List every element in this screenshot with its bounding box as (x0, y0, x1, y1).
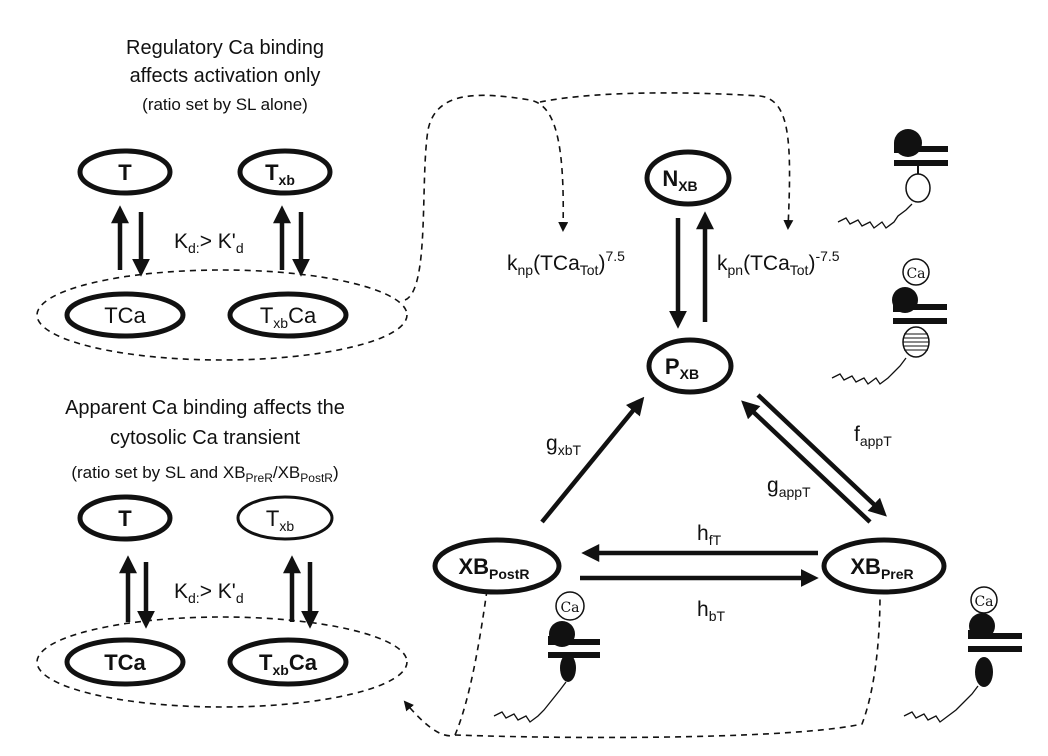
bottom-caption-line2: cytosolic Ca transient (110, 427, 301, 449)
bottom-node-TxbCa-shape (227, 637, 349, 687)
crossbridge-icon-postR: Ca (493, 591, 600, 723)
crossbridge-icon-preR: Ca (903, 586, 1022, 723)
dashed-path-to-knp (404, 94, 569, 301)
top-node-TCa-shape (64, 291, 186, 339)
top-node-TxbCa: TxbCa (260, 303, 317, 331)
top-caption-line3: (ratio set by SL alone) (142, 95, 308, 114)
label-gxbT: gxbT (546, 432, 581, 458)
top-node-TxbCa-shape (227, 291, 349, 339)
node-NXB: NXB (662, 166, 697, 194)
top-node-Txb: Txb (265, 160, 295, 188)
arrow-P-to-PreR (756, 393, 887, 517)
ca-label-icon4: Ca (974, 594, 993, 610)
ca-label-icon3: Ca (560, 600, 579, 616)
bottom-node-Txb-shape (236, 495, 334, 541)
crossbridge-cycle: NXB PXB XBPostR XBPreR knp(TCaTot)7.5 kp… (432, 149, 947, 624)
top-caption-line1: Regulatory Ca binding (126, 37, 324, 59)
top-kd-label: Kd:> K'd (174, 230, 244, 256)
top-node-T-shape (77, 148, 173, 196)
dashed-path-preR-to-enclosure (454, 594, 881, 739)
node-NXB-shape (644, 149, 732, 207)
bottom-node-TxbCa: TxbCa (259, 650, 318, 678)
top-node-TCa: TCa (104, 303, 146, 328)
bottom-kd-label: Kd:> K'd (174, 580, 244, 606)
label-hbT: hbT (697, 598, 725, 624)
arrow-PostR-to-P (540, 396, 645, 524)
bottom-node-TCa: TCa (104, 650, 146, 675)
top-caption-line2: affects activation only (130, 65, 321, 87)
dashed-path-to-kpn (539, 92, 794, 230)
troponin-icon-Ca-bound: Ca (831, 258, 947, 385)
node-XBPreR-shape (821, 537, 947, 595)
bottom-node-TCa-shape (64, 637, 186, 687)
label-hfT: hfT (697, 522, 722, 548)
node-PXB: PXB (665, 354, 699, 382)
top-panel: Regulatory Ca binding affects activation… (36, 37, 408, 361)
node-XBPreR: XBPreR (850, 554, 913, 582)
bottom-node-Txb: Txb (266, 506, 294, 534)
dashed-path-postR-to-enclosure (403, 589, 488, 737)
label-fappT: fappT (854, 423, 892, 449)
bottom-enclosure (36, 616, 408, 708)
feedback-paths (403, 92, 881, 739)
node-XBPostR: XBPostR (458, 554, 529, 582)
bottom-node-T: T (118, 506, 132, 531)
ca-label-icon2: Ca (906, 266, 925, 282)
node-PXB-shape (646, 337, 734, 395)
bottom-caption-line3: (ratio set by SL and XBPreR/XBPostR) (71, 463, 338, 485)
troponin-icon-noCa (837, 129, 948, 229)
bottom-node-T-shape (77, 494, 173, 542)
top-node-Txb-shape (237, 148, 333, 196)
label-knp: knp(TCaTot)7.5 (507, 248, 625, 278)
top-enclosure (36, 269, 408, 361)
top-node-T: T (118, 160, 132, 185)
bottom-panel: Apparent Ca binding affects the cytosoli… (36, 397, 408, 708)
node-XBPostR-shape (432, 537, 562, 595)
bottom-caption-line1: Apparent Ca binding affects the (65, 397, 345, 419)
label-gappT: gappT (767, 474, 811, 500)
label-kpn: kpn(TCaTot)-7.5 (717, 248, 840, 278)
arrow-PreR-to-P (741, 400, 872, 524)
